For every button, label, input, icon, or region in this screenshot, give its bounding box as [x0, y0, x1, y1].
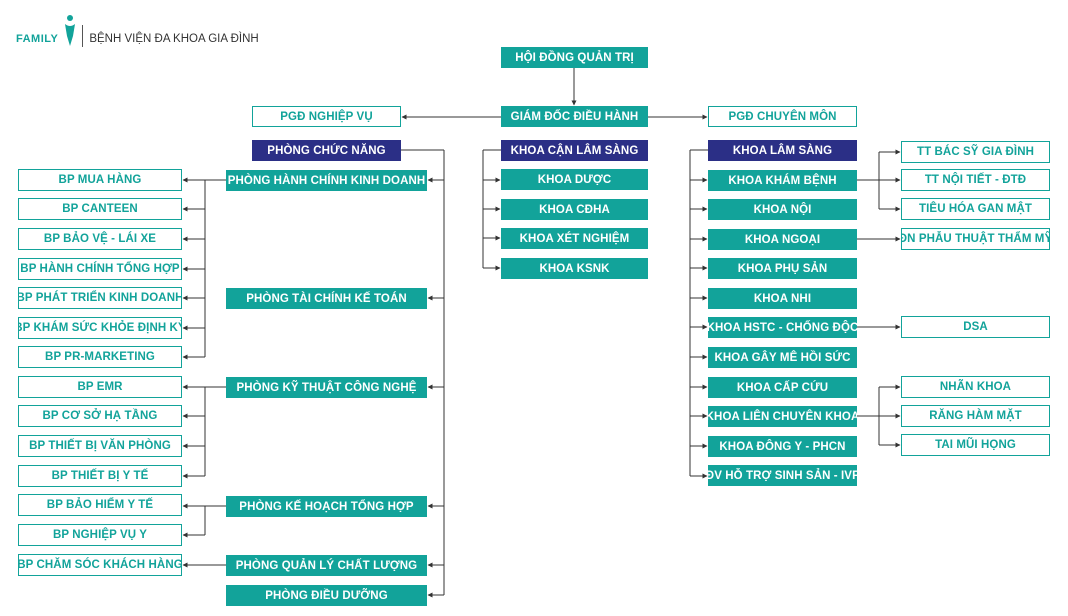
node-khoa-duoc: KHOA DƯỢC — [501, 169, 648, 190]
node-khoa-lien-chuyen-khoa: KHOA LIÊN CHUYÊN KHOA — [708, 406, 857, 427]
node-khoa-dong-y: KHOA ĐÔNG Y - PHCN — [708, 436, 857, 457]
node-tt-bac-sy-gia-dinh: TT BÁC SỸ GIA ĐÌNH — [901, 141, 1050, 163]
brand-name: FAMILY — [16, 33, 59, 45]
node-phong-ktcn: PHÒNG KỸ THUẬT CÔNG NGHỆ — [226, 377, 427, 398]
node-nhan-khoa: NHÃN KHOA — [901, 376, 1050, 398]
node-bp-thiet-bi-van-phong: BP THIẾT BỊ VĂN PHÒNG — [18, 435, 182, 457]
node-giam-doc-dieu-hanh: GIÁM ĐỐC ĐIỀU HÀNH — [501, 106, 648, 127]
node-bp-nghiep-vu-y: BP NGHIỆP VỤ Y — [18, 524, 182, 546]
node-bp-bao-ve: BP BẢO VỆ - LÁI XE — [18, 228, 182, 250]
node-khoa-gay-me-hoi-suc: KHOA GÂY MÊ HỒI SỨC — [708, 347, 857, 368]
node-phong-qlcl: PHÒNG QUẢN LÝ CHẤT LƯỢNG — [226, 555, 427, 576]
node-rang-ham-mat: RĂNG HÀM MẶT — [901, 405, 1050, 427]
node-pgd-nghiep-vu: PGĐ NGHIỆP VỤ — [252, 106, 401, 127]
node-tieu-hoa-gan-mat: TIÊU HÓA GAN MẬT — [901, 198, 1050, 220]
node-dn-phau-thuat-tham-my: ĐN PHẪU THUẬT THẨM MỸ — [901, 228, 1050, 250]
node-bp-pr-marketing: BP PR-MARKETING — [18, 346, 182, 368]
node-bp-emr: BP EMR — [18, 376, 182, 398]
node-khoa-xet-nghiem: KHOA XÉT NGHIỆM — [501, 228, 648, 249]
node-bp-kham-suc-khoe: BP KHÁM SỨC KHỎE ĐỊNH KỲ — [18, 317, 182, 339]
node-khoa-cdha: KHOA CĐHA — [501, 199, 648, 220]
node-tai-mui-hong: TAI MŨI HỌNG — [901, 434, 1050, 456]
node-khoa-phu-san: KHOA PHỤ SẢN — [708, 258, 857, 279]
hospital-name: BỆNH VIỆN ĐA KHOA GIA ĐÌNH — [89, 33, 259, 45]
family-logo-icon — [65, 15, 76, 46]
node-khoa-hstc: KHOA HSTC - CHỐNG ĐỘC — [708, 317, 857, 338]
logo-separator — [82, 25, 84, 47]
node-dsa: DSA — [901, 316, 1050, 338]
node-khoa-nhi: KHOA NHI — [708, 288, 857, 309]
node-bp-mua-hang: BP MUA HÀNG — [18, 169, 182, 191]
node-tt-noi-tiet: TT NỘI TIẾT - ĐTĐ — [901, 169, 1050, 191]
node-khoa-ksnk: KHOA KSNK — [501, 258, 648, 279]
node-khoa-kham-benh: KHOA KHÁM BỆNH — [708, 170, 857, 191]
node-khoa-lam-sang: KHOA LÂM SÀNG — [708, 140, 857, 161]
node-khoa-ngoai: KHOA NGOẠI — [708, 229, 857, 250]
node-bp-canteen: BP CANTEEN — [18, 198, 182, 220]
node-phong-tc-kt: PHÒNG TÀI CHÍNH KẾ TOÁN — [226, 288, 427, 309]
node-khoa-cap-cuu: KHOA CẤP CỨU — [708, 377, 857, 398]
node-bp-bao-hiem-y-te: BP BẢO HIỂM Y TẾ — [18, 494, 182, 516]
node-bp-hanh-chinh-tong-hop: BP HÀNH CHÍNH TỔNG HỢP — [18, 258, 182, 280]
node-pgd-chuyen-mon: PGĐ CHUYÊN MÔN — [708, 106, 857, 127]
node-bp-cham-soc-khach-hang: BP CHĂM SÓC KHÁCH HÀNG — [18, 554, 182, 576]
node-phong-hc-kd: PHÒNG HÀNH CHÍNH KINH DOANH — [226, 170, 427, 191]
node-bp-phat-trien-kinh-doanh: BP PHÁT TRIỂN KINH DOANH — [18, 287, 182, 309]
node-hoi-dong-quan-tri: HỘI ĐỒNG QUẢN TRỊ — [501, 47, 648, 68]
node-khoa-noi: KHOA NỘI — [708, 199, 857, 220]
node-bp-thiet-bi-y-te: BP THIẾT BỊ Y TẾ — [18, 465, 182, 487]
node-bp-co-so-ha-tang: BP CƠ SỞ HẠ TẦNG — [18, 405, 182, 427]
node-phong-chuc-nang: PHÒNG CHỨC NĂNG — [252, 140, 401, 161]
node-phong-dieu-duong: PHÒNG ĐIỀU DƯỠNG — [226, 585, 427, 606]
hospital-logo: FAMILY BỆNH VIỆN ĐA KHOA GIA ĐÌNH — [16, 12, 259, 48]
node-phong-khth: PHÒNG KẾ HOẠCH TỔNG HỢP — [226, 496, 427, 517]
node-dv-ivf: ĐV HỖ TRỢ SINH SẢN - IVF — [708, 465, 857, 486]
node-khoa-can-lam-sang: KHOA CẬN LÂM SÀNG — [501, 140, 648, 161]
